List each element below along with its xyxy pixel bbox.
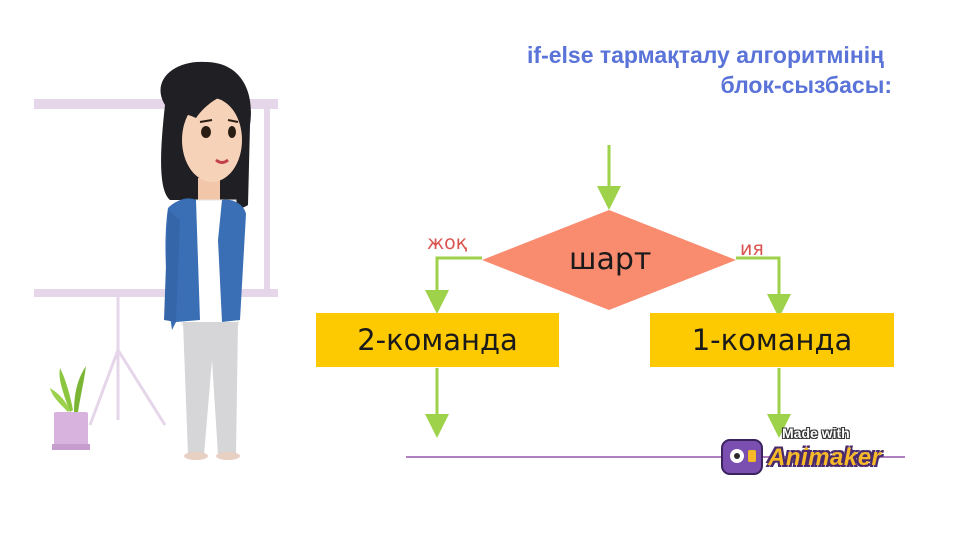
presenter-avatar — [160, 61, 251, 460]
no-branch-label: жоқ — [427, 232, 468, 254]
watermark-made-with: Made with — [782, 425, 850, 441]
condition-diamond — [482, 210, 736, 310]
yes-command-label: 1-команда — [691, 323, 853, 357]
animaker-logo-mascot — [721, 439, 763, 475]
no-command-label: 2-команда — [357, 323, 518, 357]
yes-command-box: 1-команда — [650, 313, 894, 367]
title-line-1: if-else тармақталу алгоритмінің — [527, 42, 884, 68]
yes-branch-label: ия — [740, 238, 764, 260]
watermark-animaker: Animaker — [768, 444, 882, 471]
condition-label: шарт — [569, 242, 652, 277]
no-branch-arrow — [425, 256, 482, 314]
no-command-box: 2-команда — [316, 313, 559, 367]
title-line-2: блок-сызбасы: — [720, 72, 892, 98]
potted-plant — [50, 366, 90, 450]
diagram-title: if-else тармақталу алгоритмінің блок-сыз… — [527, 40, 892, 100]
yes-branch-arrow — [736, 256, 791, 318]
